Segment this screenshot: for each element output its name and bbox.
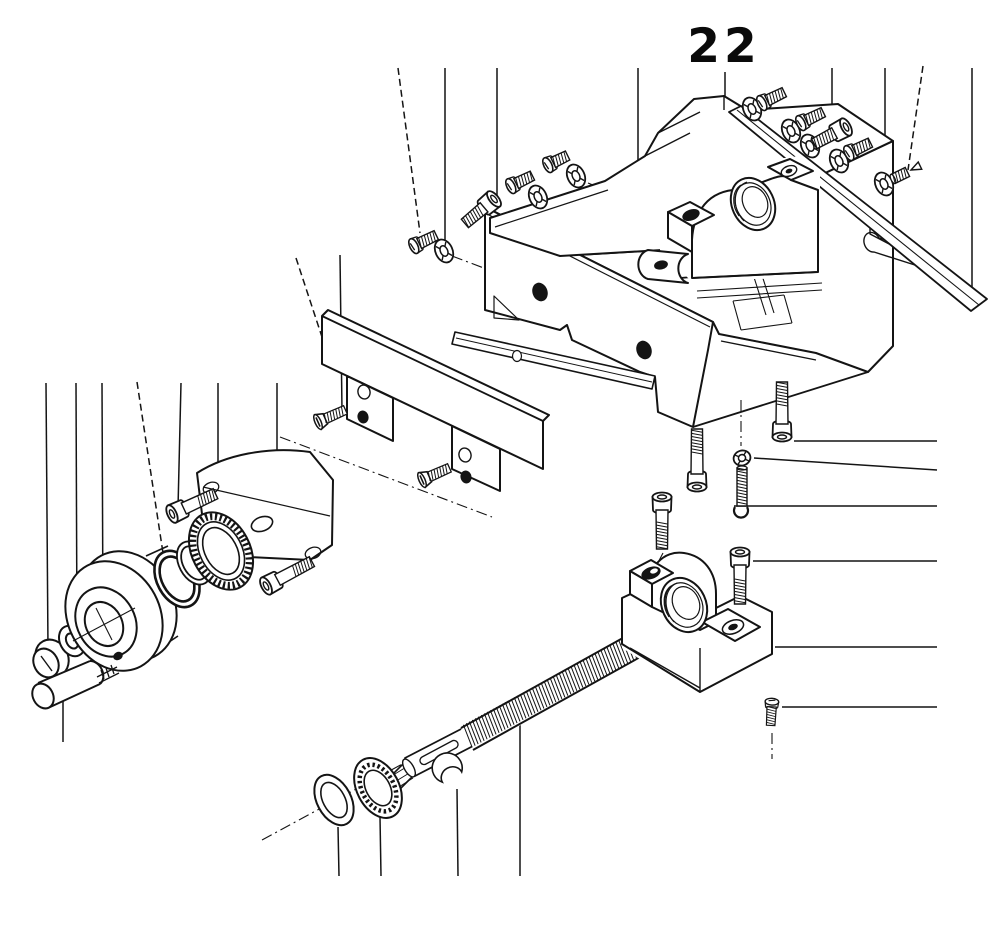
- handle-grip: [31, 659, 120, 710]
- lock-washer: [433, 238, 455, 264]
- bar-foot: [451, 425, 501, 492]
- lock-washer: [527, 184, 549, 210]
- socket-cap-screw: [810, 117, 853, 150]
- screw-tip: [909, 160, 923, 171]
- leader-line: [295, 257, 323, 338]
- fasteners: [165, 86, 923, 727]
- threaded-bore: [659, 576, 709, 634]
- lock-washer: [873, 171, 895, 197]
- small-washer: [58, 624, 86, 658]
- spacer-ring-lower: [313, 773, 355, 827]
- taper-bearing: [187, 511, 255, 591]
- centerline: [279, 436, 493, 518]
- lock-washer: [732, 449, 752, 467]
- nut-block: [621, 551, 775, 696]
- leader-line: [177, 382, 182, 509]
- threaded-stud: [736, 465, 748, 507]
- woodruff-key: [431, 752, 463, 784]
- socket-cap-screw: [259, 555, 316, 596]
- leader-line: [456, 788, 459, 877]
- pan-head-screw: [842, 137, 874, 162]
- front-mounting-bar: [321, 309, 550, 492]
- bearing-lower: [353, 757, 403, 819]
- socket-cap-screw: [165, 487, 219, 524]
- leader-line: [379, 816, 382, 877]
- grip-stud: [96, 664, 120, 684]
- clamp-bracket: [637, 156, 820, 284]
- pan-head-screw: [755, 86, 788, 112]
- centerline: [451, 255, 498, 274]
- socket-cap-screw: [651, 491, 673, 550]
- leader-line: [753, 457, 938, 471]
- socket-cap-screw: [771, 381, 793, 443]
- leader-line: [45, 382, 49, 650]
- flat-head-screw: [416, 462, 453, 489]
- lock-washer: [828, 148, 850, 174]
- threaded-bore: [729, 176, 777, 232]
- figure-label: 22: [687, 19, 760, 74]
- socket-cap-screw: [686, 428, 708, 493]
- handwheel-hub: [64, 545, 179, 672]
- set-screw: [889, 166, 911, 185]
- flat-head-screw: [312, 404, 349, 431]
- centerline: [651, 552, 664, 575]
- pan-head-screw: [504, 170, 536, 195]
- pan-head-screw: [407, 229, 440, 255]
- retaining-clip: [732, 506, 750, 519]
- pan-head-screw-small: [764, 697, 780, 727]
- pan-head-screw: [794, 106, 827, 132]
- leader-line: [397, 67, 421, 234]
- leader-line: [337, 826, 340, 877]
- socket-cap-screw: [729, 546, 751, 605]
- socket-cap-screw: [460, 190, 502, 229]
- leader-line: [907, 65, 924, 171]
- leader-line: [136, 381, 164, 554]
- gib-strip-lower: [451, 331, 656, 390]
- lock-washer: [565, 163, 587, 189]
- pan-head-screw: [541, 150, 571, 174]
- keyway: [419, 739, 459, 766]
